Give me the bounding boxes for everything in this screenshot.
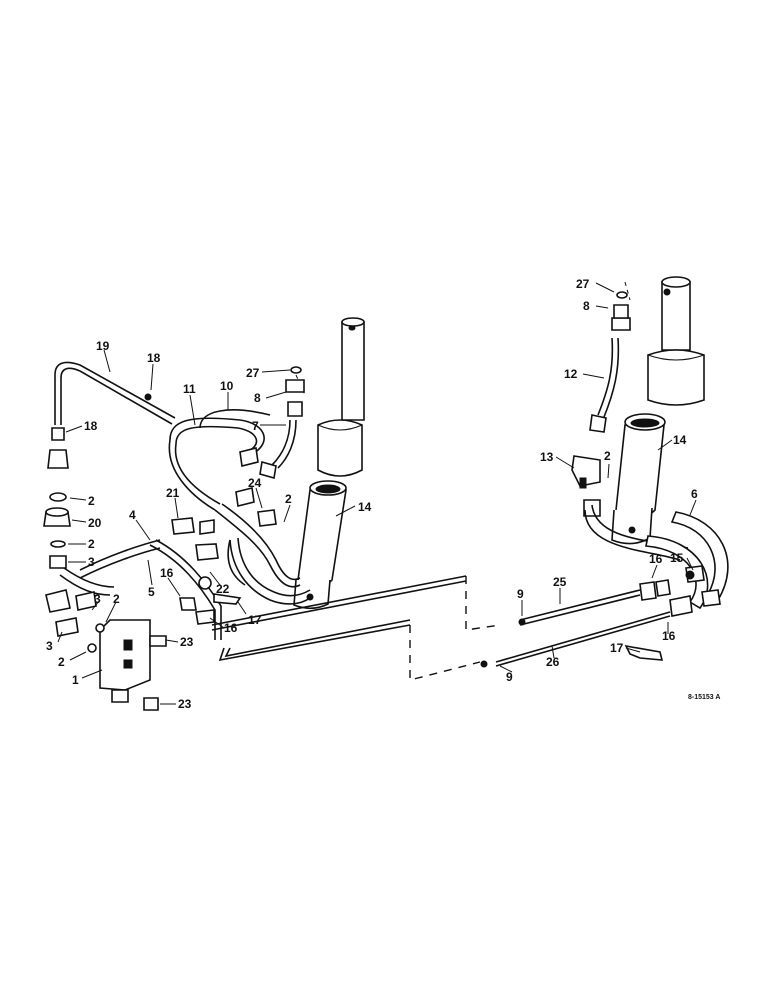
callout-7: 7 — [252, 419, 259, 433]
right-cylinder-assembly — [571, 276, 729, 610]
callout-23: 23 — [178, 697, 192, 711]
callout-16: 16 — [160, 566, 174, 580]
callout-26: 26 — [546, 655, 560, 669]
callout-16: 16 — [224, 621, 238, 635]
tube-19-stack — [43, 361, 176, 569]
leader-lines — [57, 282, 697, 705]
callout-3: 3 — [46, 639, 53, 653]
callout-labels: 27 8 12 13 2 14 6 16 15 9 25 16 17 26 9 … — [46, 277, 720, 711]
tube-loops — [168, 409, 311, 605]
callout-2: 2 — [88, 494, 95, 508]
callout-2: 2 — [58, 655, 65, 669]
callout-16: 16 — [649, 552, 663, 566]
callout-2: 2 — [604, 449, 611, 463]
callout-4: 4 — [129, 508, 136, 522]
callout-27: 27 — [246, 366, 260, 380]
callout-24: 24 — [248, 476, 262, 490]
callout-18: 18 — [84, 419, 98, 433]
callout-17: 17 — [610, 641, 624, 655]
callout-10: 10 — [220, 379, 234, 393]
callout-20: 20 — [88, 516, 102, 530]
control-valve-assembly — [45, 517, 242, 711]
drawing-code: 8-15153 A — [688, 694, 720, 701]
callout-22: 22 — [216, 582, 230, 596]
callout-2: 2 — [88, 537, 95, 551]
callout-25: 25 — [553, 575, 567, 589]
callout-3: 3 — [88, 555, 95, 569]
callout-17: 17 — [248, 613, 262, 627]
callout-21: 21 — [166, 486, 180, 500]
callout-8: 8 — [583, 299, 590, 313]
callout-15: 15 — [670, 551, 684, 565]
callout-23: 23 — [180, 635, 194, 649]
callout-12: 12 — [564, 367, 578, 381]
callout-19: 19 — [96, 339, 110, 353]
callout-1: 1 — [72, 673, 79, 687]
callout-9: 9 — [517, 587, 524, 601]
callout-16: 16 — [662, 629, 676, 643]
callout-14: 14 — [358, 500, 372, 514]
callout-27: 27 — [576, 277, 590, 291]
left-cylinder-assembly — [259, 317, 365, 610]
callout-2: 2 — [113, 592, 120, 606]
callout-11: 11 — [183, 382, 196, 396]
callout-3: 3 — [94, 592, 101, 606]
callout-9: 9 — [506, 670, 513, 684]
callout-6: 6 — [691, 487, 698, 501]
callout-2: 2 — [285, 492, 292, 506]
long-tubes — [211, 575, 693, 681]
callout-13: 13 — [540, 450, 554, 464]
callout-8: 8 — [254, 391, 261, 405]
callout-14: 14 — [673, 433, 687, 447]
callout-18: 18 — [147, 351, 161, 365]
callout-5: 5 — [148, 585, 155, 599]
